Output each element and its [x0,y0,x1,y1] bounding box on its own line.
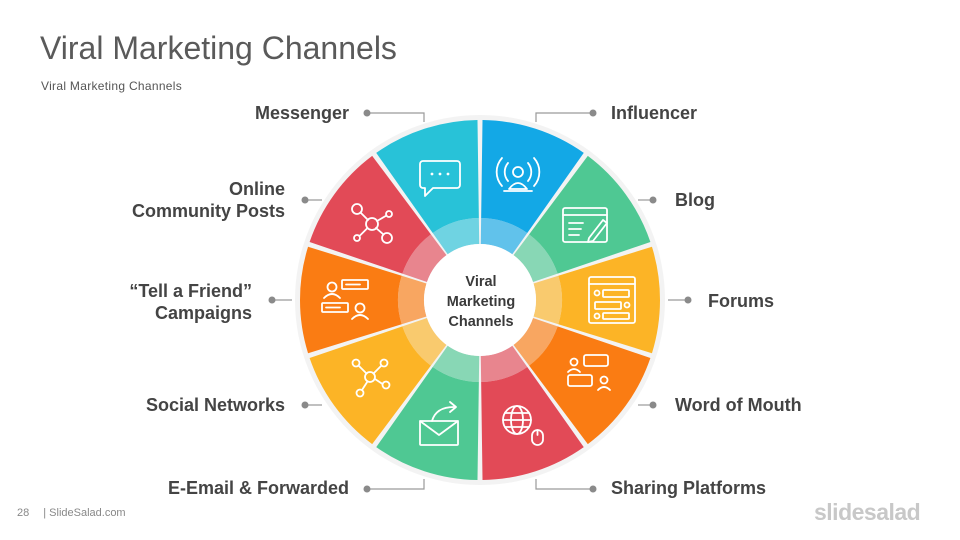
wheel-segment-online-community-posts [309,155,431,274]
center-label-line2: Marketing [446,294,516,310]
connector-lines [268,109,692,493]
conversation-icon [567,354,611,391]
label-online-line2: Community Posts [131,201,285,221]
connector-sharing [535,479,597,493]
center-label-line1: Viral [465,274,497,290]
label-tell-line1: “Tell a Friend” [129,281,252,301]
tell-a-friend-icon [321,279,369,320]
connector-messenger [363,109,425,122]
connector-influencer [535,109,597,122]
blog-editor-icon [562,207,608,243]
footer: 28 | SlideSalad.com [17,507,126,519]
center-label: Viral Marketing Channels [436,272,526,332]
connector-blog [638,196,657,204]
slide-subtitle: Viral Marketing Channels [41,79,183,93]
wheel-segment-e-email-forwarded [376,367,479,480]
wheel-segment-tell-a-friend-campaigns [300,246,402,354]
wheel-inner-band [402,234,447,282]
wheel-segment-social-networks [309,326,431,445]
label-tell-line2: Campaigns [154,303,252,323]
center-disc [424,244,536,356]
wheel-inner-band [432,345,480,382]
connector-word [638,401,657,409]
slide-title: Viral Marketing Channels [40,30,397,66]
page-number: 28 [17,507,30,519]
connector-email [363,479,425,493]
center-label-line3: Channels [448,314,514,330]
forum-threads-icon [588,276,636,324]
wheel-inner-band [533,275,562,325]
footer-site: | SlideSalad.com [43,507,126,519]
chat-bubble-icon [419,160,461,197]
label-blog: Blog [675,190,715,210]
community-icon [351,203,393,244]
label-sharing-platforms: Sharing Platforms [611,478,767,498]
label-influencer: Influencer [611,103,698,123]
label-social-networks: Social Networks [145,395,285,415]
connector-tell [268,296,292,304]
connector-social [301,401,322,409]
network-icon [351,358,391,398]
label-forums: Forums [708,291,775,311]
wheel-inner-band [432,218,480,255]
wheel-segment-influencer [481,120,584,233]
wheel-inner-band [513,234,558,282]
wheel-inner-band [513,318,558,366]
wheel-segment-sharing-platforms [481,367,584,480]
brand-logo: slidesalad [814,499,921,525]
label-word-of-mouth: Word of Mouth [675,395,802,415]
connector-forums [668,296,692,304]
label-email-forwarded: E-Email & Forwarded [167,478,349,498]
email-forward-icon [419,401,459,446]
wheel-segments [300,120,661,480]
label-messenger: Messenger [254,103,349,123]
wheel-inner-band [398,275,427,325]
broadcast-icon [495,157,541,192]
wheel-inner-band [480,218,528,255]
wheel-inner-band [480,345,528,382]
wheel-inner-band [402,318,447,366]
label-online-line1: Online [228,179,285,199]
connector-online [301,196,322,204]
globe-mouse-icon [502,405,544,446]
wheel-segment-forums [558,246,661,354]
wheel-segment-messenger [376,120,479,233]
